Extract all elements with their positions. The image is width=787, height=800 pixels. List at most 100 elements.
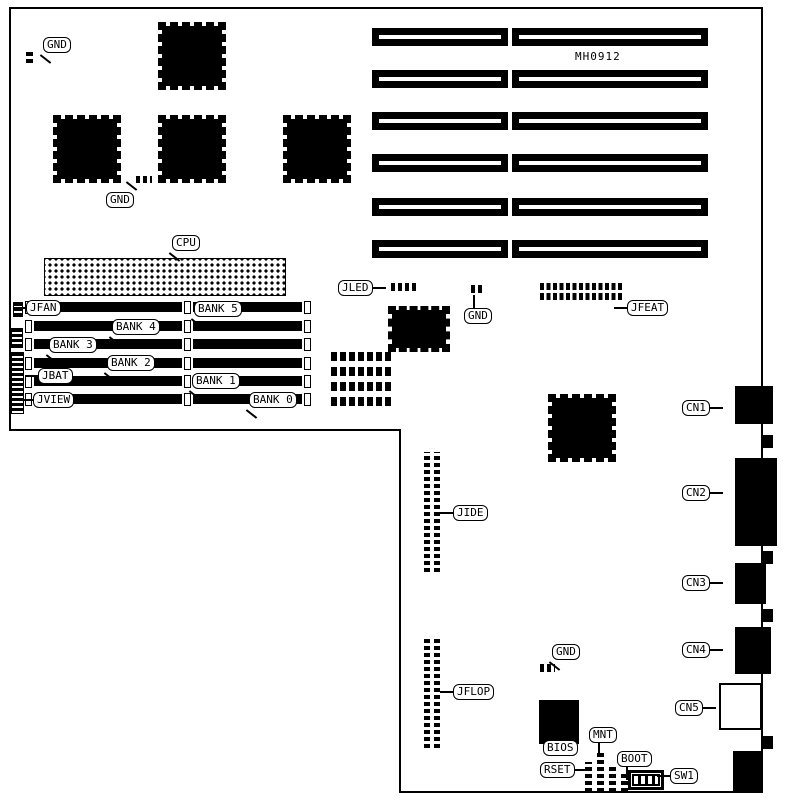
dip-switch-frame xyxy=(631,773,661,787)
callout-gnd-top: GND xyxy=(43,37,71,53)
isa-slot-segment xyxy=(512,154,708,172)
callout-jfeat: JFEAT xyxy=(613,300,669,316)
isa-slot-segment xyxy=(372,28,508,46)
callout-mnt: MNT xyxy=(589,727,617,756)
callout-bank2: BANK 2 xyxy=(107,355,155,371)
qfp-chip-6 xyxy=(548,394,616,462)
dip-switch-toggles xyxy=(634,776,658,784)
callout-gnd-mid: GND xyxy=(106,192,134,208)
isa-slot-segment xyxy=(372,154,508,172)
edge-connector-nub xyxy=(762,435,773,448)
qfp-chip-2 xyxy=(53,115,121,183)
simm-slot-bank4 xyxy=(25,319,311,333)
simm-latch xyxy=(184,319,191,333)
edge-connector-nub xyxy=(762,736,773,749)
isa-slot-1 xyxy=(372,28,708,46)
simm-latch xyxy=(25,356,32,370)
callout-cpu: CPU xyxy=(172,235,200,251)
callout-jflop: JFLOP xyxy=(439,684,495,700)
board-id-text: MH0912 xyxy=(575,50,621,63)
isa-slot-segment xyxy=(512,198,708,216)
callout-jled: JLED xyxy=(338,280,385,296)
callout-cn1: CN1 xyxy=(682,400,723,416)
isa-slot-6 xyxy=(372,240,708,258)
isa-slot-segment xyxy=(372,112,508,130)
pin-column xyxy=(434,638,440,748)
jview-connector xyxy=(11,352,24,414)
edge-connector-nub xyxy=(762,609,773,622)
cn1-port xyxy=(735,386,773,424)
jbat-connector xyxy=(11,328,23,348)
jide-header xyxy=(424,452,440,572)
qfp-chip-1 xyxy=(158,22,226,90)
mnt-pins xyxy=(597,752,604,792)
simm-latch xyxy=(304,374,311,388)
callout-bank3: BANK 3 xyxy=(49,337,97,353)
gnd-connector-bottom xyxy=(540,664,555,672)
callout-jbat: JBAT xyxy=(25,368,73,384)
simm-latch xyxy=(304,356,311,370)
callout-rset: RSET xyxy=(540,762,587,778)
cn5-port xyxy=(719,683,762,730)
simm-body xyxy=(34,394,182,404)
isa-slot-5 xyxy=(372,198,708,216)
callout-bank4: BANK 4 xyxy=(112,319,160,335)
simm-latch xyxy=(184,392,191,406)
qfp-chip-5 xyxy=(388,306,450,352)
simm-latch xyxy=(304,319,311,333)
callout-cn3: CN3 xyxy=(682,575,723,591)
simm-body xyxy=(34,376,182,386)
callout-cn5: CN5 xyxy=(675,700,716,716)
jfan-connector xyxy=(13,302,23,317)
callout-sw1: SW1 xyxy=(657,768,698,784)
simm-body xyxy=(193,302,302,312)
cpu-socket xyxy=(44,258,286,296)
sw1-dip-switch xyxy=(628,770,664,790)
pin-column xyxy=(434,452,440,572)
rset-pins xyxy=(585,762,592,792)
callout-gnd-bottom: GND xyxy=(552,644,580,660)
cn4-port xyxy=(735,627,771,674)
simm-body xyxy=(193,394,302,404)
callout-jide: JIDE xyxy=(440,505,488,521)
isa-slot-4 xyxy=(372,154,708,172)
pin-column xyxy=(424,638,430,748)
callout-boot: BOOT xyxy=(617,751,652,780)
gnd-connector-top xyxy=(26,50,33,63)
simm-latch xyxy=(184,300,191,314)
simm-body xyxy=(34,339,182,349)
simm-latch xyxy=(25,337,32,351)
jflop-header xyxy=(424,638,440,748)
pin-row xyxy=(540,293,622,300)
isa-slot-segment xyxy=(372,198,508,216)
simm-body xyxy=(193,358,302,368)
callout-bank5: BANK 5 xyxy=(194,301,242,317)
callout-bank1: BANK 1 xyxy=(192,373,240,389)
simm-latch xyxy=(184,337,191,351)
edge-connector-nub xyxy=(762,551,773,564)
isa-slot-segment xyxy=(512,28,708,46)
cn3-port xyxy=(735,563,766,604)
isa-slot-segment xyxy=(372,70,508,88)
simm-body xyxy=(34,302,182,312)
simm-latch xyxy=(304,392,311,406)
isa-slot-3 xyxy=(372,112,708,130)
bios-chip xyxy=(539,700,579,744)
isa-slot-2 xyxy=(372,70,708,88)
simm-latch xyxy=(304,300,311,314)
gnd-connector-jled xyxy=(471,285,485,293)
callout-bios: BIOS xyxy=(543,727,578,756)
callout-cn4: CN4 xyxy=(682,642,723,658)
aux-pins xyxy=(609,766,616,792)
simm-body xyxy=(193,376,302,386)
jumper-block-2 xyxy=(331,382,393,406)
pin-row xyxy=(331,367,393,376)
pin-row xyxy=(331,397,393,406)
boot-pins xyxy=(621,772,628,792)
pin-column xyxy=(424,452,430,572)
callout-jview: JVIEW xyxy=(19,392,75,408)
callout-jfan: JFAN xyxy=(13,300,61,316)
simm-body xyxy=(193,339,302,349)
callout-bank0: BANK 0 xyxy=(249,392,297,408)
